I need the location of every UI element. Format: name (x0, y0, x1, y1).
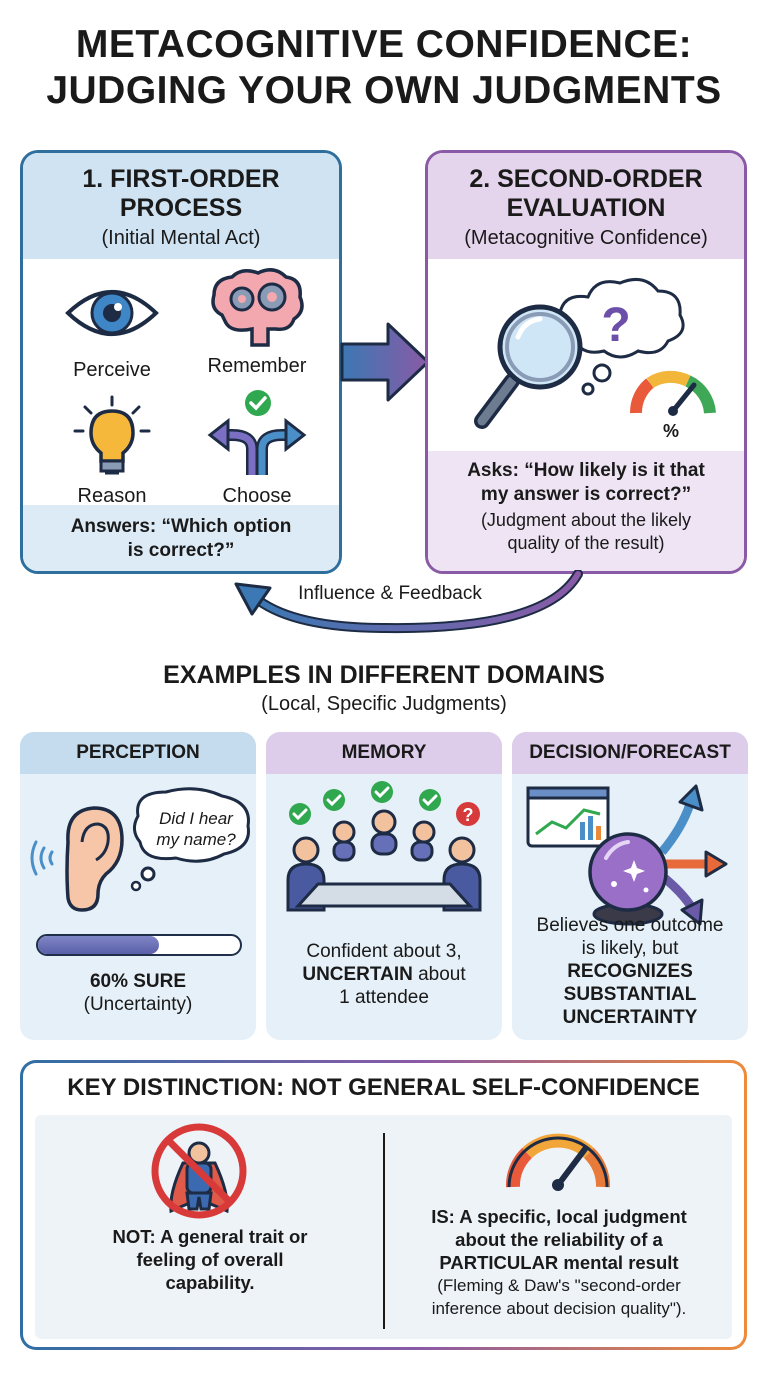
decision-line-1: Believes one outcome (536, 915, 724, 936)
second-order-ask: Asks: “How likely is it that my answer i… (428, 451, 744, 571)
eye-icon (65, 290, 159, 336)
second-order-title-1: 2. SECOND-ORDER (469, 165, 703, 193)
check-badge-icon (245, 390, 271, 416)
cite-line-1: (Fleming & Daw's "second-order (437, 1276, 681, 1295)
first-order-title-1: 1. FIRST-ORDER (82, 165, 280, 193)
decision-line-2: is likely, but (581, 938, 679, 959)
gauge-icon (506, 1133, 610, 1191)
second-order-title-2: EVALUATION (506, 194, 666, 222)
examples-title: EXAMPLES IN DIFFERENT DOMAINS (163, 661, 605, 689)
key-divider (383, 1133, 385, 1329)
remember-label: Remember (207, 355, 307, 377)
speech-bubble-icon (130, 787, 250, 892)
fork-arrows-icon (207, 390, 307, 475)
not-line-3: capability. (165, 1272, 255, 1293)
answer-line-1: Answers: “Which option (70, 516, 292, 537)
decision-line-4: SUBSTANTIAL (563, 984, 697, 1005)
ear-icon (65, 806, 124, 912)
meeting-attendees-illustration: ? (286, 781, 482, 912)
confidence-progress-fill (38, 936, 160, 954)
second-order-header: 2. SECOND-ORDER EVALUATION (Metacognitiv… (428, 153, 744, 259)
perceive-label: Perceive (73, 359, 151, 381)
reason-label: Reason (77, 485, 147, 507)
answer-line-2: is correct?” (127, 540, 235, 561)
choose-label: Choose (222, 485, 292, 507)
chart-window-icon (526, 786, 610, 848)
decision-card: DECISION/FORECAST Believes one outcome i… (512, 732, 748, 1040)
key-distinction-box: KEY DISTINCTION: NOT GENERAL SELF-CONFID… (20, 1060, 747, 1350)
ask-line-1: Asks: “How likely is it that (467, 460, 705, 481)
ask-line-2: my answer is correct?” (480, 484, 692, 505)
cite-line-2: inference about decision quality"). (431, 1299, 687, 1318)
memory-header: MEMORY (266, 732, 502, 774)
decision-header: DECISION/FORECAST (512, 732, 748, 774)
lightbulb-icon (73, 395, 151, 475)
not-line-2: feeling of overall (136, 1249, 284, 1270)
title-line-1: METACOGNITIVE CONFIDENCE: (75, 23, 693, 66)
question-mark: ? (601, 299, 630, 352)
bubble-line-2: my name? (156, 830, 236, 849)
perception-card: PERCEPTION Did I hear my name? 60% SURE … (20, 732, 256, 1040)
key-distinction-title: KEY DISTINCTION: NOT GENERAL SELF-CONFID… (67, 1074, 700, 1101)
memory-uncertain: UNCERTAIN (302, 964, 413, 985)
first-order-header: 1. FIRST-ORDER PROCESS (Initial Mental A… (23, 153, 339, 259)
note-line-1: (Judgment about the likely (480, 510, 692, 530)
not-line-1: NOT: A general trait or (112, 1226, 308, 1247)
ear-thought-illustration (30, 787, 250, 912)
question-badge-text: ? (463, 805, 474, 825)
second-order-box: 2. SECOND-ORDER EVALUATION (Metacognitiv… (425, 150, 747, 574)
brain-gears-icon (211, 268, 304, 347)
feedback-label: Influence & Feedback (298, 583, 482, 604)
is-line-2: about the reliability of a (455, 1229, 663, 1250)
crystal-ball-icon (588, 832, 668, 926)
is-line-1: IS: A specific, local judgment (431, 1206, 687, 1227)
check-badge-icons (289, 781, 441, 825)
question-badge-icon (456, 802, 480, 826)
perception-header: PERCEPTION (20, 732, 256, 774)
memory-line-3: 1 attendee (339, 987, 429, 1008)
sure-note: (Uncertainty) (83, 994, 193, 1015)
feedback-arrow-icon (234, 570, 583, 634)
decision-text: Believes one outcome is likely, but RECO… (512, 914, 748, 1029)
memory-card: MEMORY ? Confident about 3, UNCERTAIN ab… (266, 732, 502, 1040)
first-order-subtitle: (Initial Mental Act) (101, 227, 261, 249)
reason-item: Reason (43, 393, 181, 508)
forecast-illustration (526, 784, 728, 926)
thought-cloud-icon (557, 277, 685, 396)
decision-line-3: RECOGNIZES (567, 961, 693, 982)
key-distinction-panel: NOT: A general trait or feeling of overa… (35, 1115, 732, 1339)
gauge-percent-label: % (662, 421, 679, 441)
remember-item: Remember (187, 265, 327, 378)
decision-line-5: UNCERTAINTY (562, 1007, 698, 1028)
not-statement: NOT: A general trait or feeling of overa… (55, 1225, 365, 1294)
perceive-item: Perceive (43, 273, 181, 382)
right-arrow-icon (340, 322, 430, 402)
is-line-3: PARTICULAR mental result (439, 1252, 679, 1273)
bubble-line-1: Did I hear (159, 809, 233, 828)
is-statement: IS: A specific, local judgment about the… (391, 1205, 727, 1320)
second-order-subtitle: (Metacognitive Confidence) (464, 227, 708, 249)
memory-line-2: about (412, 964, 466, 985)
page-title: METACOGNITIVE CONFIDENCE: JUDGING YOUR O… (0, 22, 768, 114)
sure-label: 60% SURE (89, 971, 187, 992)
perception-text: 60% SURE (Uncertainty) (20, 970, 256, 1016)
no-superhero-icon (151, 1123, 247, 1219)
forecast-arrows-icon (658, 784, 728, 926)
confidence-gauge-icon (630, 370, 716, 416)
choose-item: Choose (187, 387, 327, 508)
magnifier-thought-illustration: ? (474, 277, 716, 429)
title-line-2: JUDGING YOUR OWN JUDGMENTS (46, 69, 722, 112)
first-order-answer: Answers: “Which option is correct?” (23, 505, 339, 571)
first-order-title-2: PROCESS (119, 194, 243, 222)
memory-text: Confident about 3, UNCERTAIN about 1 att… (266, 940, 502, 1009)
examples-subtitle: (Local, Specific Judgments) (261, 693, 507, 715)
note-line-2: quality of the result) (507, 533, 665, 553)
perception-bubble-text: Did I hear my name? (136, 808, 256, 850)
sound-waves-icon (30, 840, 54, 876)
confidence-progress-bar (36, 934, 242, 956)
first-order-box: 1. FIRST-ORDER PROCESS (Initial Mental A… (20, 150, 342, 574)
attendee-people-icons (286, 809, 482, 912)
magnifying-glass-icon (474, 304, 583, 429)
memory-line-1: Confident about 3, (306, 941, 462, 962)
